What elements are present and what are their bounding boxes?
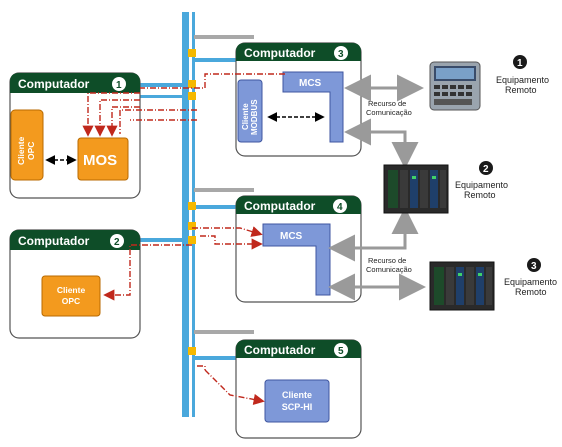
c3-modbus-client <box>237 79 263 143</box>
link-c3 <box>192 58 237 62</box>
computer-4-number: 4 <box>337 202 343 213</box>
link-c2 <box>140 238 190 242</box>
equipment-1-label-1: Equipamento <box>496 75 549 85</box>
bus-node <box>188 347 196 355</box>
c3-modbus-label-1: Cliente <box>241 103 250 130</box>
data-flow-lines <box>82 73 285 405</box>
computer-1: Computador 1 Cliente OPC MOS <box>9 72 141 199</box>
c2-opc-client-label-2: OPC <box>62 296 80 306</box>
bus-node <box>188 92 196 100</box>
computer-4-title: Computador <box>244 199 316 213</box>
computer-1-number-badge <box>112 77 126 91</box>
bus-node <box>188 202 196 210</box>
plc-rack-icon <box>383 164 449 214</box>
equipment-3-number: 3 <box>531 261 537 272</box>
c4-mcs-label: MCS <box>280 231 303 242</box>
computer-5-number-badge <box>334 343 348 357</box>
computer-2-title: Computador <box>18 234 90 248</box>
equipment-2-number: 2 <box>483 164 489 175</box>
equipment-3-badge <box>527 258 541 272</box>
link-c1b <box>140 95 190 98</box>
bus-stub <box>194 35 254 39</box>
c1-opc-client-label-1: Cliente <box>16 136 26 165</box>
c3-mcs-label: MCS <box>299 78 322 89</box>
hmi-panel-icon <box>429 61 481 111</box>
computer-3-number-badge <box>334 46 348 60</box>
c1-mos-label: MOS <box>83 152 117 169</box>
equipment-1-label-2: Remoto <box>505 85 537 95</box>
comm-resource-2-line-2: Comunicação <box>366 265 412 274</box>
equipment-2-label-2: Remoto <box>464 190 496 200</box>
link-c4 <box>192 205 237 209</box>
link-c5 <box>192 356 237 360</box>
network-bus <box>182 12 189 417</box>
network-bus-secondary <box>192 12 195 417</box>
computer-1-title: Computador <box>18 77 90 91</box>
computer-3: Computador 3 Cliente MODBUS MCS <box>235 42 362 157</box>
bus-node <box>188 49 196 57</box>
comm-resource-1-line-1: Recurso de <box>368 99 406 108</box>
c1-mos-box <box>77 137 129 181</box>
computer-5-number: 5 <box>338 346 344 357</box>
computer-5: Computador 5 Cliente SCP-HI <box>235 339 362 439</box>
bus-stub <box>194 188 254 192</box>
computer-2-number-badge <box>110 234 124 248</box>
computer-2-number: 2 <box>114 237 120 248</box>
equipment-3-label-1: Equipamento <box>504 277 557 287</box>
equipment-1-badge <box>513 55 527 69</box>
computer-3-title: Computador <box>244 46 316 60</box>
comm-resource-1-line-2: Comunicação <box>366 108 412 117</box>
bus-node <box>188 222 196 230</box>
bus-stub <box>194 330 254 334</box>
computer-3-number: 3 <box>338 49 344 60</box>
c3-modbus-label-2: MODBUS <box>250 99 259 135</box>
c3-mcs-box <box>282 71 344 143</box>
bus-node <box>188 236 196 244</box>
c1-opc-client-label-2: OPC <box>26 142 36 160</box>
computer-2: Computador 2 Cliente OPC <box>9 229 141 339</box>
equipment-3-label-2: Remoto <box>515 287 547 297</box>
c1-opc-client <box>10 109 44 181</box>
equipment-1-number: 1 <box>517 58 523 69</box>
link-c1 <box>140 83 190 87</box>
plc-rack-icon <box>429 261 495 311</box>
c2-opc-client-label-1: Cliente <box>57 285 86 295</box>
comm-links <box>328 74 426 301</box>
computer-5-title: Computador <box>244 343 316 357</box>
c5-scp-label-2: SCP-HI <box>282 402 313 412</box>
bus-node <box>188 80 196 88</box>
equipment-2-badge <box>479 161 493 175</box>
computer-1-number: 1 <box>116 80 122 91</box>
c5-scp-client <box>264 379 330 423</box>
comm-resource-2-line-1: Recurso de <box>368 256 406 265</box>
equipment-2-label-1: Equipamento <box>455 180 508 190</box>
c2-opc-client <box>41 275 101 317</box>
c5-scp-label-1: Cliente <box>282 390 312 400</box>
